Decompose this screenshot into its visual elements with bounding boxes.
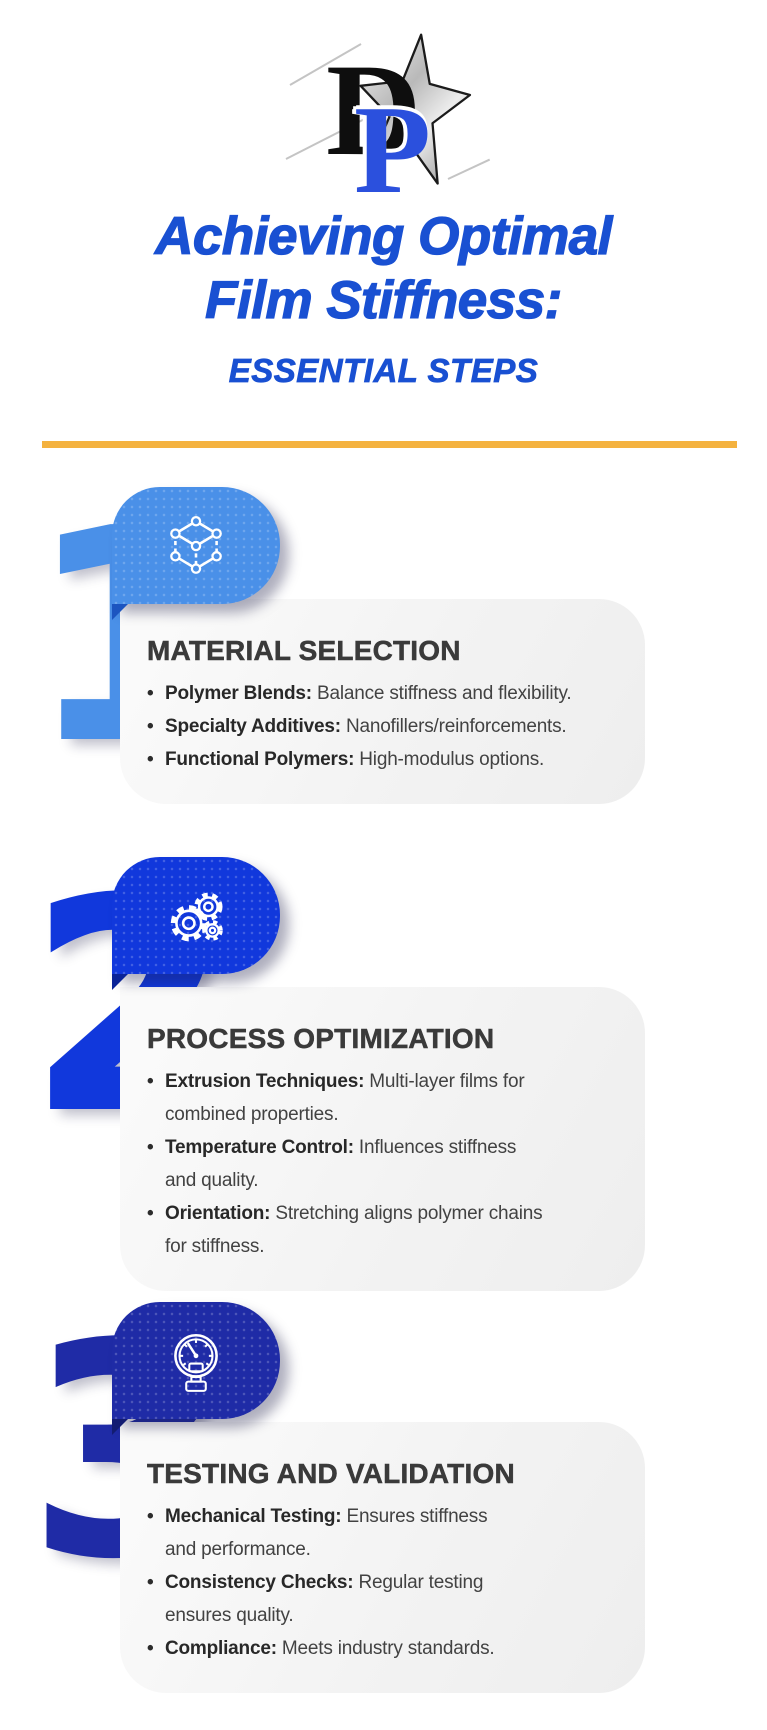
bullet-text: Regular testing ensures quality.: [165, 1572, 484, 1626]
page-title-line1: Achieving Optimal: [154, 206, 613, 266]
step-icon-badge: [112, 1302, 280, 1435]
step-bullet-list: • Polymer Blends: Balance stiffness and …: [147, 677, 625, 776]
bullet-item: • Specialty Additives: Nanofillers/reinf…: [147, 710, 625, 743]
bullet-text: High-modulus options.: [354, 749, 545, 770]
step-heading: MATERIAL SELECTION: [147, 635, 461, 667]
bullet-text: Multi-layer films for combined propertie…: [165, 1071, 525, 1125]
bullet-label: Compliance:: [165, 1638, 277, 1659]
bullet-dot: •: [147, 1137, 154, 1158]
bullet-dot: •: [147, 1203, 154, 1224]
step-bullet-list: • Extrusion Techniques: Multi-layer film…: [147, 1065, 625, 1263]
step-heading: PROCESS OPTIMIZATION: [147, 1023, 495, 1055]
bullet-label: Extrusion Techniques:: [165, 1071, 365, 1092]
bullet-item: • Temperature Control: Influences stiffn…: [147, 1131, 625, 1197]
bullet-dot: •: [147, 1506, 154, 1527]
step-card: PROCESS OPTIMIZATION • Extrusion Techniq…: [120, 987, 645, 1291]
page-title-line2: Film Stiffness:: [204, 270, 563, 330]
bullet-item: • Functional Polymers: High-modulus opti…: [147, 743, 625, 776]
bullet-label: Polymer Blends:: [165, 683, 312, 704]
step-bullet-list: • Mechanical Testing: Ensures stiffness …: [147, 1500, 625, 1665]
bullet-text: Stretching aligns polymer chains for sti…: [165, 1203, 543, 1257]
step-icon-badge: [112, 857, 280, 990]
bullet-label: Functional Polymers:: [165, 749, 355, 770]
bullet-item: • Mechanical Testing: Ensures stiffness …: [147, 1500, 625, 1566]
bullet-label: Orientation:: [165, 1203, 271, 1224]
bullet-dot: •: [147, 1572, 154, 1593]
step-heading: TESTING AND VALIDATION: [147, 1458, 515, 1490]
logo-letter-d: D: [326, 36, 422, 183]
page-title: Achieving Optimal Film Stiffness:: [0, 205, 767, 333]
bullet-label: Specialty Additives:: [165, 716, 341, 737]
bullet-item: • Orientation: Stretching aligns polymer…: [147, 1197, 625, 1263]
bullet-item: • Compliance: Meets industry standards.: [147, 1632, 625, 1665]
brand-logo: D P: [285, 18, 500, 214]
bullet-label: Mechanical Testing:: [165, 1506, 342, 1527]
page-subtitle: ESSENTIAL STEPS: [228, 352, 539, 390]
step-icon-badge: [112, 487, 280, 620]
bullet-dot: •: [147, 1638, 154, 1659]
bullet-text: Influences stiffness and quality.: [165, 1137, 517, 1191]
accent-divider: [42, 441, 737, 448]
bullet-item: • Extrusion Techniques: Multi-layer film…: [147, 1065, 625, 1131]
bullet-dot: •: [147, 716, 154, 737]
bullet-dot: •: [147, 749, 154, 770]
bullet-dot: •: [147, 683, 154, 704]
bullet-item: • Consistency Checks: Regular testing en…: [147, 1566, 625, 1632]
star-icon: [359, 33, 472, 185]
logo-letter-p: P: [354, 81, 431, 220]
bullet-label: Consistency Checks:: [165, 1572, 354, 1593]
bullet-text: Ensures stiffness and performance.: [165, 1506, 488, 1560]
bullet-dot: •: [147, 1071, 154, 1092]
bullet-label: Temperature Control:: [165, 1137, 354, 1158]
gears-icon: [170, 892, 223, 941]
bullet-text: Nanofillers/reinforcements.: [340, 716, 567, 737]
step-card: TESTING AND VALIDATION • Mechanical Test…: [120, 1422, 645, 1693]
bullet-text: Meets industry standards.: [276, 1638, 495, 1659]
bullet-item: • Polymer Blends: Balance stiffness and …: [147, 677, 625, 710]
step-card: MATERIAL SELECTION • Polymer Blends: Bal…: [120, 599, 645, 804]
bullet-text: Balance stiffness and flexibility.: [311, 683, 572, 704]
gauge-icon: [174, 1333, 218, 1392]
cube-icon: [170, 515, 222, 574]
